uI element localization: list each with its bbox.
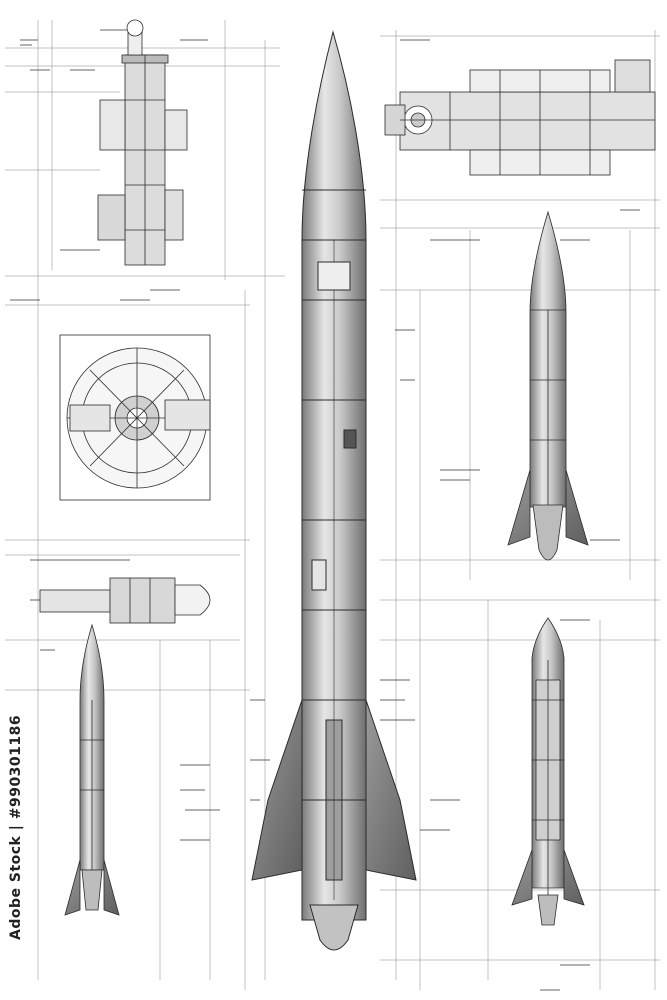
right-rocket-bottom xyxy=(511,617,585,926)
small-module xyxy=(30,577,211,624)
top-left-module xyxy=(97,19,188,266)
round-section xyxy=(59,334,211,501)
construction-grid xyxy=(5,20,660,990)
watermark-text: Adobe Stock | #990301186 xyxy=(8,714,24,940)
main-rocket xyxy=(251,30,417,951)
top-right-module xyxy=(384,59,656,176)
left-rocket xyxy=(64,623,120,916)
right-rocket-top xyxy=(507,210,589,561)
annotation-marks xyxy=(10,29,640,991)
stock-watermark: Adobe Stock | #990301186 xyxy=(8,715,38,940)
